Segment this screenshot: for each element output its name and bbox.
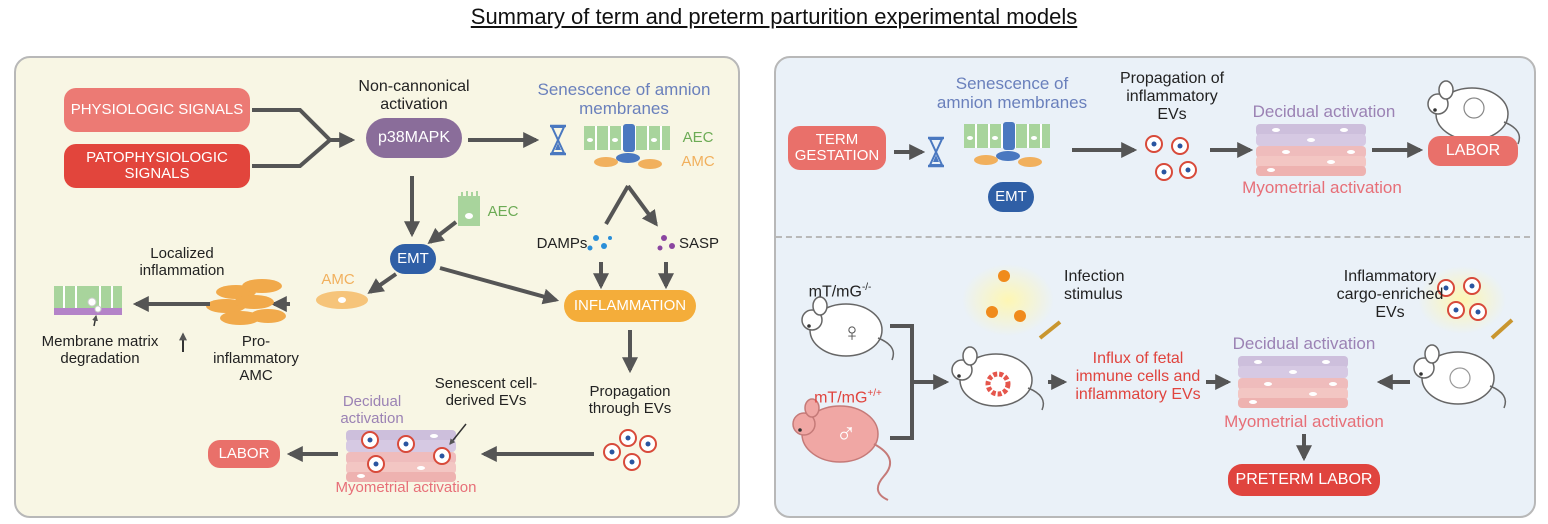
- panel-divider: [776, 236, 1530, 238]
- senescence-label: Senescence of amnion membranes: [537, 80, 711, 119]
- mtmg-plus-sup: +/+: [867, 388, 882, 399]
- inflammation-node: INFLAMMATION: [564, 290, 696, 322]
- mtmg-minus-text: mT/mG: [808, 283, 862, 301]
- labor-node-left: LABOR: [208, 440, 280, 468]
- female-symbol: ♀: [842, 317, 862, 347]
- localized-inflammation-label: Localized inflammation: [139, 245, 225, 279]
- senescent-evs-label: Senescent cell-derived EVs: [434, 375, 538, 409]
- amc-cell-label: AMC: [321, 271, 355, 288]
- patophysiologic-signals-box: PATOPHYSIOLOGIC SIGNALS: [64, 144, 250, 188]
- p38mapk-node: p38MAPK: [366, 118, 462, 158]
- term-gestation-box: TERM GESTATION: [788, 126, 886, 170]
- propagation-evs-label: Propagation through EVs: [588, 383, 672, 417]
- decidual-activation-label: Decidual activation: [340, 393, 404, 427]
- preterm-labor-node: PRETERM LABOR: [1228, 464, 1380, 496]
- emt-node-right: EMT: [988, 182, 1034, 212]
- aec-cell-label: AEC: [487, 203, 519, 220]
- damps-label: DAMPs: [536, 235, 588, 252]
- non-canonical-activation-label: Non-cannonical activation: [358, 78, 470, 113]
- myometrial-activation-label: Myometrial activation: [335, 479, 477, 496]
- sasp-label: SASP: [678, 235, 720, 252]
- decidual-activation-right-label: Decidual activation: [1252, 102, 1396, 121]
- right-panel-models: [774, 56, 1536, 518]
- myometrial-activation-bottom-label: Myometrial activation: [1224, 412, 1384, 431]
- mtmg-plus-label: mT/mG+/+: [814, 388, 882, 407]
- pro-inflammatory-amc-label: Pro-inflammatory AMC: [213, 333, 299, 384]
- labor-node-right: LABOR: [1428, 136, 1518, 166]
- page-title: Summary of term and preterm parturition …: [470, 4, 1078, 29]
- mtmg-plus-text: mT/mG: [814, 389, 868, 407]
- emt-node: EMT: [390, 244, 436, 274]
- decidual-activation-bottom-label: Decidual activation: [1232, 334, 1376, 353]
- senescence-label-right: Senescence of amnion membranes: [936, 74, 1088, 113]
- male-symbol: ♂: [835, 418, 857, 449]
- inflammatory-cargo-label: Inflammatory cargo-enriched EVs: [1336, 268, 1444, 321]
- infection-stimulus-label: Infection stimulus: [1064, 268, 1125, 303]
- membrane-degradation-label: Membrane matrix degradation: [41, 333, 159, 367]
- mtmg-minus-sup: -/-: [861, 282, 872, 293]
- influx-label: Influx of fetal immune cells and inflamm…: [1075, 350, 1201, 403]
- mtmg-minus-label: mT/mG-/-: [809, 282, 872, 301]
- myometrial-activation-right-label: Myometrial activation: [1242, 178, 1402, 197]
- physiologic-signals-box: PHYSIOLOGIC SIGNALS: [64, 88, 250, 132]
- amc-label: AMC: [681, 153, 715, 170]
- propagation-inflammatory-evs-label: Propagation of inflammatory EVs: [1119, 70, 1225, 123]
- aec-label: AEC: [682, 129, 714, 146]
